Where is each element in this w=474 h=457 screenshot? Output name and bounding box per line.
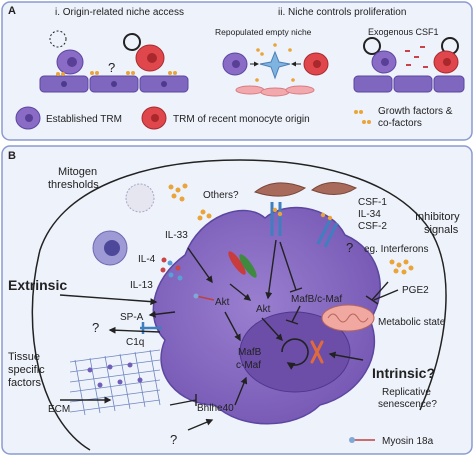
question-i: ? (108, 60, 115, 75)
replicative-label-2: senescence? (378, 399, 437, 410)
signal-arrows (59, 239, 364, 431)
repopulated-label: Repopulated empty niche (215, 27, 312, 37)
extrinsic-label: Extrinsic (8, 277, 67, 293)
panel-a-letter: A (8, 5, 16, 17)
pge2-label: PGE2 (402, 285, 429, 296)
nucleus (239, 311, 351, 393)
legend-growth-2: co-factors (378, 118, 422, 129)
legend-established: Established TRM (46, 114, 122, 125)
csf-receptor-right (316, 219, 339, 248)
legend-recent: TRM of recent monocyte origin (173, 114, 310, 125)
receptor-complex-icon (228, 251, 257, 278)
stromal-cells (253, 182, 358, 197)
legend-growth-icon (354, 110, 371, 124)
chromosome-icon (310, 340, 324, 364)
interferons-label: eg. Interferons (364, 244, 428, 255)
bhlhe40-label: Bhlhe40 (197, 403, 234, 414)
akt-mid-label: Akt (256, 304, 271, 315)
myosin-icon-cell (193, 293, 215, 301)
csf1-molecules (405, 46, 428, 68)
il13-label: IL-13 (130, 280, 153, 291)
il33-label: IL-33 (165, 230, 188, 241)
il33-dots (168, 183, 212, 221)
tissue-label-3: factors (8, 377, 42, 389)
spa-question: ? (92, 320, 99, 335)
c1q-label: C1q (126, 337, 144, 348)
cmaf-label: c-Maf (236, 360, 261, 371)
tissue-row-ii (353, 75, 465, 93)
bottom-question: ? (170, 432, 177, 447)
growth-factors-i (56, 71, 177, 76)
growth-factors-ii (255, 43, 295, 82)
myosin-legend-icon (349, 437, 375, 443)
tissue-label-1: Tissue (8, 351, 40, 363)
il4-label: IL-4 (138, 254, 156, 265)
tissue-label-2: specific (8, 364, 45, 376)
mafb-label: MafB (238, 347, 262, 358)
ecm-label: ECM (48, 404, 70, 415)
mitogen-label-2: thresholds (48, 179, 99, 191)
inhibitory-label-2: signals (424, 224, 459, 236)
mitochondrion-icon (321, 304, 375, 332)
csf-receptor-left (270, 202, 282, 236)
solid-cycle-icon (123, 33, 141, 51)
ecm-mesh (69, 349, 161, 416)
intrinsic-label: Intrinsic? (372, 365, 435, 381)
subtitle-ii: ii. Niche controls proliferation (278, 7, 406, 18)
inhibition-lines (169, 241, 399, 406)
niche-boundary-line (31, 159, 447, 451)
ecm-beads (87, 362, 143, 388)
interferon-dots (389, 259, 414, 275)
cycle-icon-exo-1 (363, 37, 381, 55)
replicative-label-1: Replicative (382, 387, 431, 398)
csf-question: ? (346, 240, 353, 255)
mafb-cmaf-label: MafB/c-Maf (291, 294, 342, 305)
dashed-cycle-icon (49, 30, 67, 48)
subtitle-i: i. Origin-related niche access (55, 7, 184, 18)
myosin-label: Myosin 18a (382, 436, 434, 447)
exogenous-label: Exogenous CSF1 (368, 27, 439, 37)
csf1-label: CSF-1 (358, 197, 387, 208)
fibroblast-row-ii (235, 85, 315, 97)
metabolic-label: Metabolic state (378, 317, 446, 328)
il34-label: IL-34 (358, 209, 381, 220)
akt-left-label: Akt (215, 297, 230, 308)
others-label: Others? (203, 190, 239, 201)
mast-cell (125, 183, 155, 213)
empty-niche-star (259, 50, 291, 80)
tissue-row-i (39, 75, 189, 93)
panel-b-letter: B (8, 150, 16, 162)
csf2-label: CSF-2 (358, 221, 387, 232)
il4-cell (92, 230, 128, 266)
inhibitory-label-1: Inhibitory (415, 211, 460, 223)
il4-il13-dots (160, 257, 183, 281)
cycle-arrow-icon (281, 338, 309, 370)
csf-dimers (272, 207, 333, 221)
spa-label: SP-A (120, 312, 144, 323)
mitogen-label-1: Mitogen (58, 166, 97, 178)
legend-growth-1: Growth factors & (378, 106, 453, 117)
